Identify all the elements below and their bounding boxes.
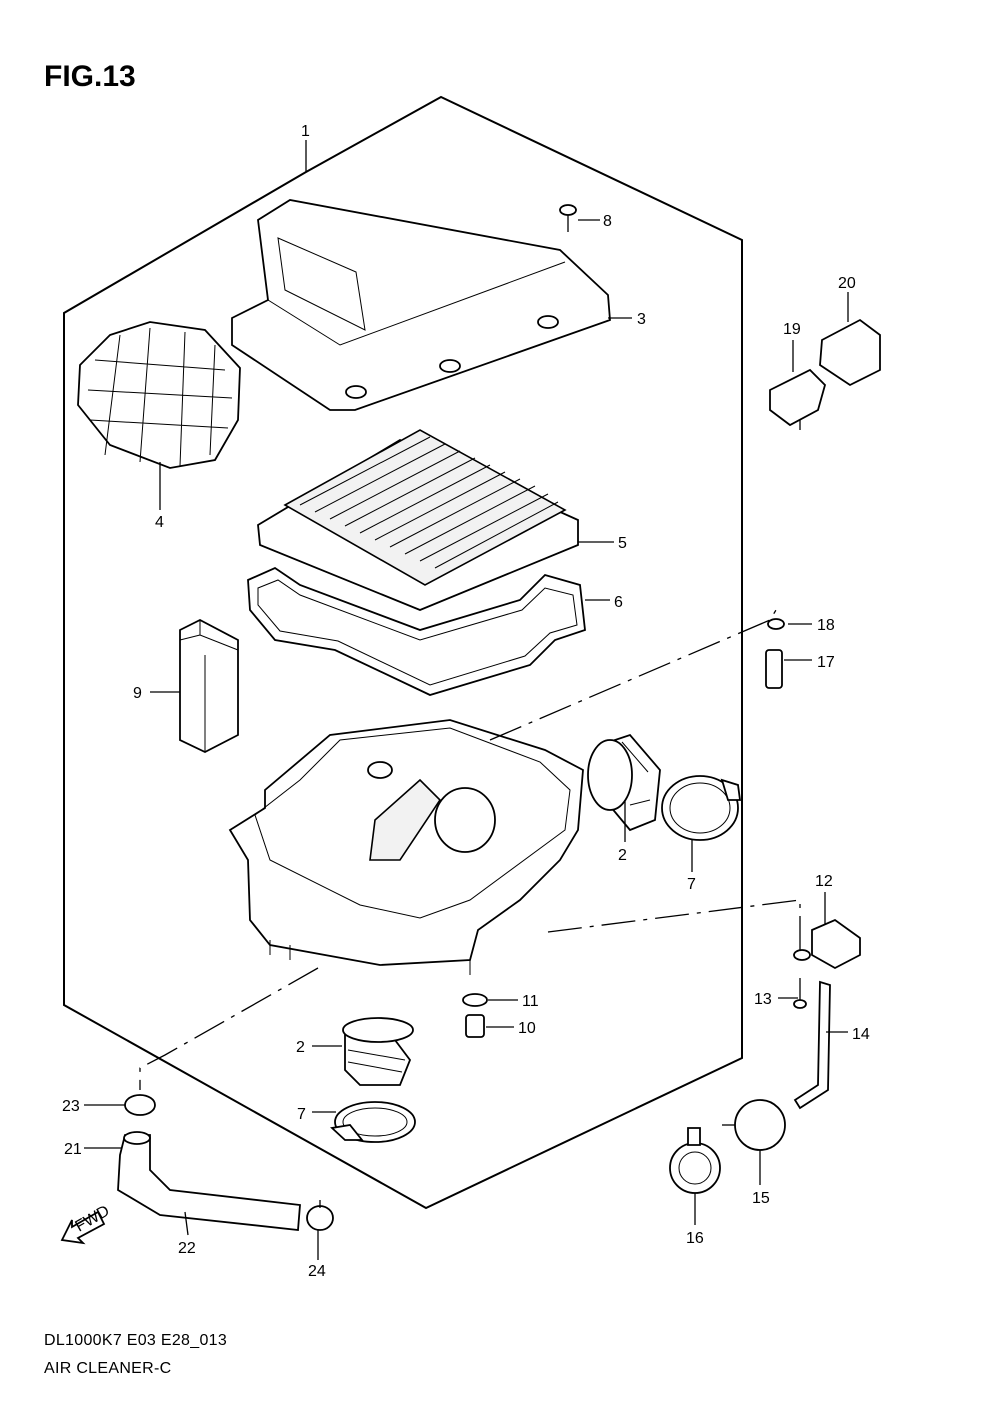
figure-title: FIG.13: [44, 60, 136, 93]
callout-14: 14: [852, 1026, 870, 1043]
callout-19: 19: [783, 321, 801, 338]
part-clamp-lower: [330, 1101, 416, 1143]
callout-24: 24: [308, 1263, 326, 1280]
part-cushion-11: [462, 993, 488, 1007]
part-collar-10: [465, 1014, 485, 1038]
callout-15: 15: [752, 1190, 770, 1207]
part-sensor-19: [769, 368, 827, 430]
callout-7-upper: 7: [687, 876, 696, 893]
part-hose-21-22: [117, 1131, 301, 1231]
callout-2-lower: 2: [296, 1039, 305, 1056]
callout-22: 22: [178, 1240, 196, 1257]
leader-lines: [84, 140, 849, 1260]
part-screw-13: [793, 978, 807, 1009]
part-duct-lower: [342, 1017, 414, 1086]
diagram-name: AIR CLEANER-C: [44, 1360, 172, 1377]
callout-4: 4: [155, 514, 164, 531]
callout-17: 17: [817, 654, 835, 671]
part-filter-element: [257, 429, 579, 611]
callout-3: 3: [637, 311, 646, 328]
callout-8: 8: [603, 213, 612, 230]
callout-6: 6: [614, 594, 623, 611]
part-clamp-16: [669, 1127, 721, 1194]
part-sensor-17: [765, 649, 783, 689]
callout-7-lower: 7: [297, 1106, 306, 1123]
part-clamp-upper: [661, 775, 742, 841]
part-gasket: [247, 566, 586, 696]
callout-9: 9: [133, 685, 142, 702]
callout-2-upper: 2: [618, 847, 627, 864]
callout-10: 10: [518, 1020, 536, 1037]
part-cap: [231, 199, 611, 411]
callout-16: 16: [686, 1230, 704, 1247]
callout-23: 23: [62, 1098, 80, 1115]
callout-labels: 1 2 2 3 4 5 6 7 7 8 9 10 11 12 13 14 15 …: [62, 123, 870, 1280]
part-intake-funnel: [77, 321, 241, 469]
part-duct-upper: [587, 733, 661, 832]
diagram-code: DL1000K7 E03 E28_013: [44, 1332, 228, 1349]
part-foam-pad: [179, 618, 239, 754]
callout-12: 12: [815, 873, 833, 890]
part-screw-8: [559, 204, 577, 232]
callout-11: 11: [522, 993, 539, 1010]
callout-1: 1: [301, 123, 310, 140]
part-hose-14: [793, 980, 831, 1110]
part-washer-18: [767, 618, 785, 630]
callout-21: 21: [64, 1141, 82, 1158]
callout-18: 18: [817, 617, 835, 634]
callout-20: 20: [838, 275, 856, 292]
dashed-reference-lines: [139, 609, 801, 1090]
part-valve-15: [722, 1099, 786, 1151]
callout-5: 5: [618, 535, 627, 552]
assembly-outline: [63, 95, 743, 1210]
part-sensor-12: [793, 918, 861, 970]
part-clamp-23: [124, 1094, 156, 1116]
callout-13: 13: [754, 991, 772, 1008]
part-clamp-24: [306, 1200, 334, 1231]
fwd-arrow-icon: FWD: [60, 1203, 113, 1245]
part-bracket-20: [819, 318, 881, 387]
part-lower-case: [228, 719, 584, 975]
